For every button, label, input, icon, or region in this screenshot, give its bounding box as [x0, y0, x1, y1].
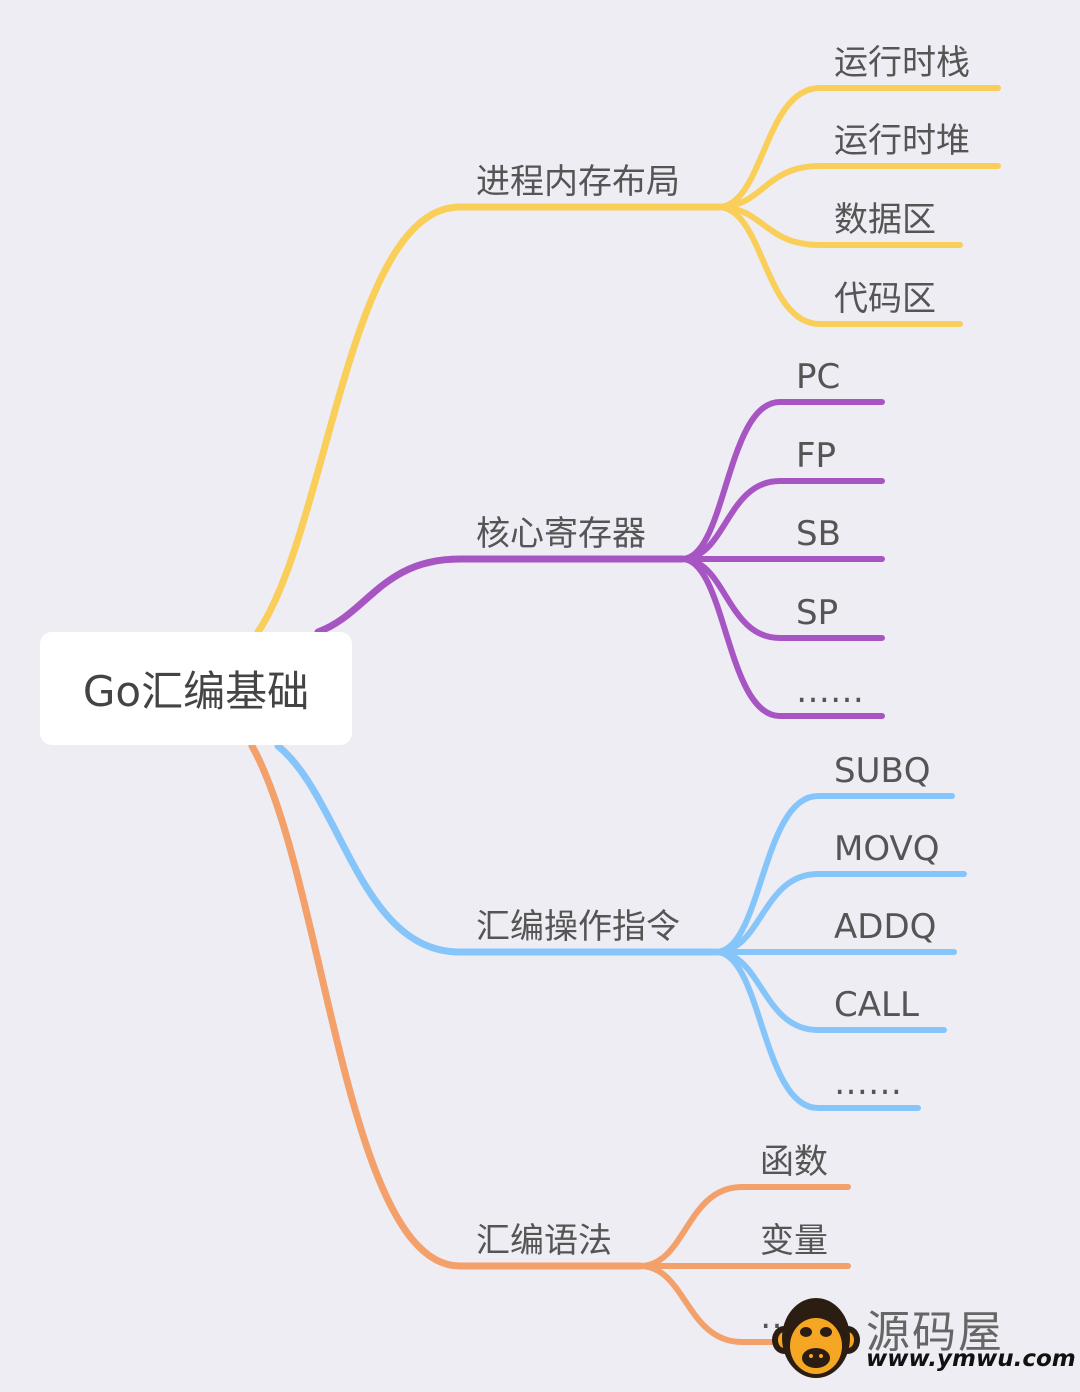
leaf-label-registers-4: ……: [796, 671, 864, 711]
branch-connector-instructions: [274, 742, 720, 956]
watermark-url: www.ymwu.com: [866, 1346, 1076, 1372]
leaf-label-registers-2: SB: [796, 514, 841, 554]
branch-label-syntax: 汇编语法: [476, 1221, 612, 1261]
leaf-label-memory-2: 数据区: [834, 200, 936, 240]
leaf-connector-syntax-0: [637, 1184, 851, 1269]
watermark-name: 源码屋: [866, 1307, 1004, 1358]
watermark: 源码屋 www.ymwu.com: [770, 1288, 1076, 1388]
leaf-label-instructions-0: SUBQ: [834, 751, 931, 791]
leaf-label-syntax-0: 函数: [760, 1142, 828, 1182]
leaf-label-registers-0: PC: [796, 357, 840, 397]
branch-label-registers: 核心寄存器: [476, 514, 646, 554]
leaf-connector-registers-0: [679, 399, 885, 562]
leaf-label-memory-0: 运行时栈: [834, 43, 970, 83]
branch-connector-registers: [314, 555, 686, 636]
branch-label-instructions: 汇编操作指令: [476, 907, 680, 947]
leaf-label-registers-3: SP: [796, 593, 838, 633]
leaf-connector-registers-1: [679, 478, 885, 562]
leaf-connector-registers-4: [679, 556, 885, 719]
leaf-connector-memory-0: [715, 85, 1001, 210]
leaf-label-registers-1: FP: [796, 436, 836, 476]
branch-connector-memory: [254, 203, 722, 636]
leaf-connector-instructions-4: [713, 949, 921, 1111]
leaf-label-instructions-1: MOVQ: [834, 829, 940, 869]
leaf-label-memory-1: 运行时堆: [834, 121, 970, 161]
leaf-connector-memory-3: [715, 204, 963, 327]
leaf-connector-instructions-1: [713, 871, 967, 955]
leaf-label-memory-3: 代码区: [834, 279, 936, 319]
leaf-label-instructions-2: ADDQ: [834, 907, 936, 947]
monkey-logo-icon: [772, 1298, 860, 1378]
branch-label-memory: 进程内存布局: [476, 162, 680, 202]
root-node: Go汇编基础: [40, 632, 352, 745]
leaf-label-instructions-4: ……: [834, 1063, 902, 1103]
leaf-label-syntax-1: 变量: [760, 1221, 828, 1261]
root-label: Go汇编基础: [82, 667, 310, 716]
leaf-connector-memory-1: [715, 163, 1001, 210]
leaf-connector-syntax-2: [637, 1263, 851, 1345]
branch-connector-syntax: [248, 742, 644, 1270]
leaf-connector-instructions-0: [713, 793, 955, 955]
leaf-label-instructions-3: CALL: [834, 985, 919, 1025]
